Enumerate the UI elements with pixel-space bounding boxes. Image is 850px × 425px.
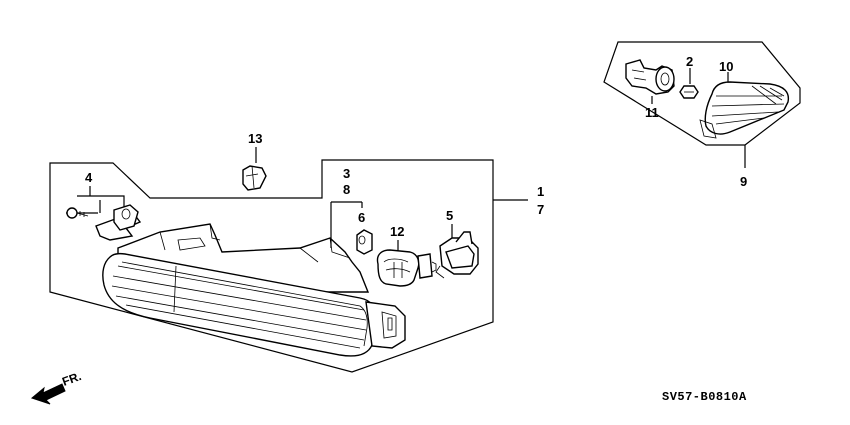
direction-label: FR. xyxy=(60,369,83,389)
callout-4: 4 xyxy=(85,170,93,185)
callout-7: 7 xyxy=(537,202,544,217)
inset-assembly-outline xyxy=(603,41,801,146)
front-direction-arrow-icon xyxy=(30,383,66,405)
callout-1: 1 xyxy=(537,184,544,199)
diagram-code: SV57-B0810A xyxy=(662,390,747,404)
callout-10: 10 xyxy=(719,59,733,74)
callout-5: 5 xyxy=(446,208,453,223)
clip-13 xyxy=(242,147,267,191)
side-marker-lamp-10 xyxy=(699,72,790,139)
side-marker-bulb-2 xyxy=(679,68,699,99)
callout-6: 6 xyxy=(358,210,365,225)
main-assembly-outline xyxy=(49,159,494,373)
callout-8: 8 xyxy=(343,182,350,197)
callout-3: 3 xyxy=(343,166,350,181)
callout-12: 12 xyxy=(390,224,404,239)
bulb-socket-5 xyxy=(435,224,479,279)
callout-13: 13 xyxy=(248,131,262,146)
callout-11: 11 xyxy=(645,105,659,120)
screw-and-clip xyxy=(66,186,142,241)
callout-9: 9 xyxy=(740,174,747,189)
side-marker-socket-11 xyxy=(625,59,675,104)
bulb-socket-6 xyxy=(330,201,373,255)
callout-2: 2 xyxy=(686,54,693,69)
bulb-12 xyxy=(376,240,437,287)
front-turn-signal-lamp xyxy=(102,223,406,357)
